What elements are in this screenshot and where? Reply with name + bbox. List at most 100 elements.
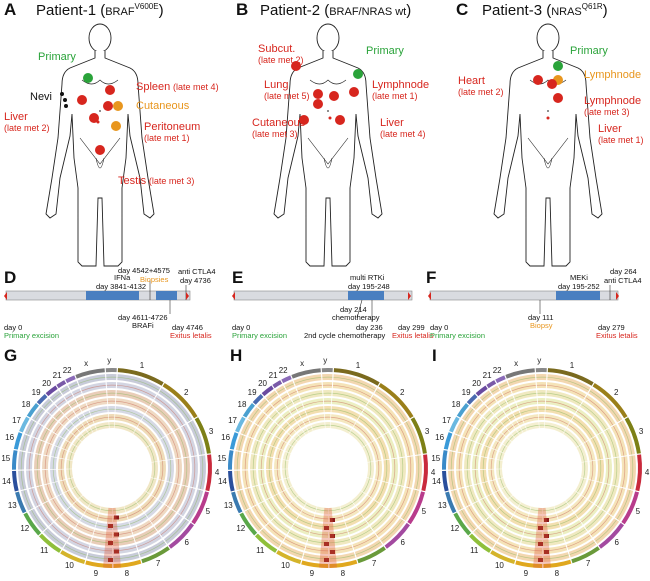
chromosome-label: 7 — [371, 558, 377, 568]
chromosome-label: 17 — [12, 415, 21, 425]
chromosome-label: 20 — [258, 378, 268, 388]
e-exitus: Exitus letalis — [392, 331, 434, 340]
chromosome-label: 17 — [442, 415, 451, 425]
panel-letter-g: G — [4, 346, 18, 365]
chromosome-label: x — [514, 358, 519, 368]
chromosome-label: 8 — [124, 568, 130, 578]
d-biopsies: Biopsies — [140, 275, 169, 284]
d-anti-day: day 4736 — [180, 276, 211, 285]
d-biopsies-day: day 4542+4575 — [118, 266, 170, 275]
chromosome-label: 14 — [431, 477, 441, 487]
chromosome-label: 15 — [431, 454, 441, 464]
chromosome-label: 21 — [52, 371, 62, 381]
e-chemo-day: day 214 — [340, 305, 367, 314]
chromosome-label: 14 — [1, 477, 11, 487]
chromosome-label: 16 — [435, 433, 445, 443]
label-a-peritoneum: Peritoneum(late met 1) — [144, 121, 201, 144]
panel-c-title: Patient-3 (NRASQ61R) — [482, 2, 608, 19]
chromosome-label: 21 — [268, 371, 278, 381]
title-main: Patient-3 ( — [482, 2, 552, 19]
e-rtki: multi RTKi — [350, 273, 385, 282]
chromosome-label: 9 — [309, 569, 315, 579]
d-day0: day 0 — [4, 323, 23, 332]
chromosome-label: 5 — [635, 506, 641, 516]
chromosome-label: 6 — [614, 537, 619, 547]
label-a-primary: Primary — [38, 51, 76, 63]
chromosome-label: 7 — [585, 558, 591, 568]
chromosome-label: 6 — [400, 537, 405, 547]
d-ifna-day: day 3841-4132 — [96, 282, 147, 291]
f-primary: Primary excision — [430, 331, 486, 340]
title-close: ) — [406, 2, 412, 19]
chromosome-label: 1 — [139, 360, 145, 370]
title-gene: NRAS — [551, 6, 582, 18]
label-a-testis: Testis (late met 3) — [118, 175, 195, 187]
title-close: ) — [602, 2, 608, 19]
chromosome-label: 10 — [64, 560, 74, 570]
label-b-cutaneous: Cutaneous(late met 3) — [252, 117, 306, 140]
panel-letter-h: H — [230, 346, 243, 365]
chromosome-label: 12 — [236, 524, 246, 534]
panel-letter-i: I — [432, 346, 437, 365]
chromosome-label: 4 — [644, 468, 650, 478]
d-anti: anti CTLA4 — [178, 267, 216, 276]
chromosome-label: 2 — [184, 387, 189, 397]
panel-a-title: Patient-1 (BRAFV600E) — [36, 2, 164, 19]
chromosome-label: 22 — [278, 366, 288, 376]
chromosome-label: x — [300, 358, 305, 368]
chromosome-label: 7 — [155, 558, 161, 568]
chromosome-label: 15 — [217, 454, 227, 464]
e-exitus-day: day 299 — [398, 323, 425, 332]
chromosome-label: 17 — [228, 415, 237, 425]
chromosome-label: 16 — [221, 433, 231, 443]
label-c-primary: Primary — [570, 45, 608, 57]
chromosome-label: 11 — [470, 545, 479, 555]
chromosome-label: 11 — [256, 545, 265, 555]
d-exitus: Exitus letalis — [170, 331, 212, 340]
d-exitus-day: day 4746 — [172, 323, 203, 332]
panel-b-title: Patient-2 (BRAF/NRAS wt) — [260, 2, 411, 19]
f-biopsy: Biopsy — [530, 321, 553, 330]
chromosome-label: 3 — [208, 427, 214, 437]
f-day0: day 0 — [430, 323, 449, 332]
chromosome-label: 3 — [424, 427, 430, 437]
d-ifna: IFNa — [114, 273, 131, 282]
chromosome-label: 20 — [472, 378, 482, 388]
chromosome-label: 9 — [523, 569, 529, 579]
chromosome-label: x — [84, 358, 89, 368]
chromosome-label: 5 — [205, 506, 211, 516]
chromosome-label: 1 — [569, 360, 575, 370]
chromosome-label: 8 — [340, 568, 346, 578]
chromosome-label: 18 — [237, 400, 247, 409]
panel-letter-a: A — [4, 0, 17, 19]
title-main: Patient-1 ( — [36, 2, 106, 19]
e-day0: day 0 — [232, 323, 251, 332]
chromosome-label: 14 — [217, 477, 227, 487]
chromosome-label: 4 — [214, 468, 220, 478]
chromosome-label: 3 — [638, 427, 644, 437]
chromosome-label: 2 — [400, 387, 405, 397]
f-exitus: Exitus letalis — [596, 331, 638, 340]
chromosome-label: 13 — [223, 500, 233, 510]
chromosome-label: 12 — [20, 524, 30, 534]
label-c-heart: Heart(late met 2) — [458, 75, 504, 98]
chromosome-label: 19 — [461, 388, 471, 398]
f-biopsy-day: day 111 — [528, 313, 554, 322]
label-b-subcut: Subcut.(late met 2) — [258, 43, 304, 66]
chromosome-label: 13 — [437, 500, 447, 510]
chromosome-label: 10 — [494, 560, 504, 570]
chromosome-label: y — [537, 356, 542, 365]
d-brafi: BRAFi — [132, 321, 154, 330]
title-gene: BRAF/NRAS wt — [329, 6, 407, 18]
chromosome-label: 20 — [42, 378, 52, 388]
chromosome-label: 10 — [280, 560, 290, 570]
chromosome-label: 11 — [40, 545, 49, 555]
chromosome-label: 12 — [450, 524, 460, 534]
e-chemo2: 2nd cycle chemotherapy — [304, 331, 386, 340]
chromosome-label: 6 — [184, 537, 189, 547]
e-chemo2-day: day 236 — [356, 323, 383, 332]
panel-letter-e: E — [232, 268, 244, 287]
chromosome-label: 22 — [492, 366, 502, 376]
